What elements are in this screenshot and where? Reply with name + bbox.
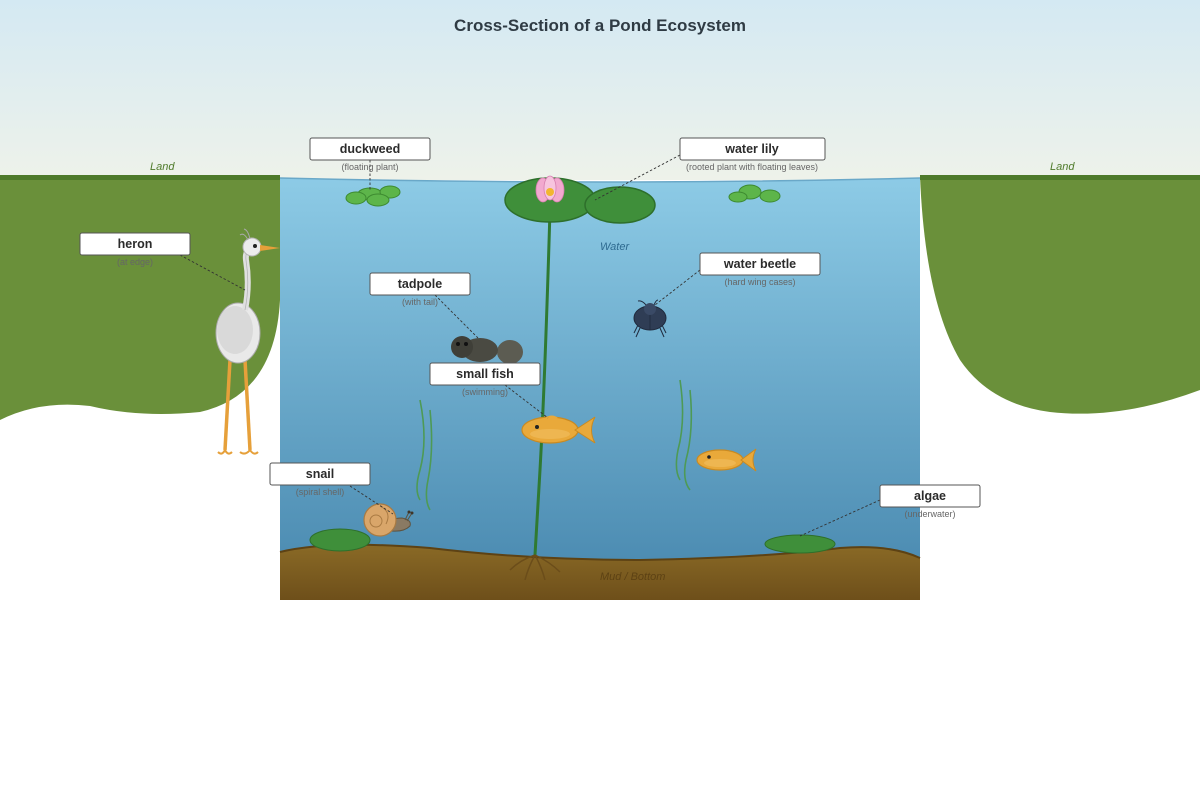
tadpole-note: (with tail)	[402, 297, 438, 307]
water-lily-label: water lily	[724, 142, 779, 156]
algae-left	[309, 528, 371, 552]
sky	[0, 0, 1200, 180]
land-left	[0, 176, 280, 420]
water-beetle-figure	[633, 299, 667, 338]
fish-small	[696, 448, 757, 472]
heron-callout: heron (at edge)	[79, 232, 191, 267]
water-beetle-leader	[654, 269, 701, 306]
tadpole-label: tadpole	[398, 277, 442, 291]
tadpole-leader	[434, 294, 479, 339]
land-right-label: Land	[1050, 161, 1075, 173]
water-lily-flower	[535, 175, 565, 203]
heron-label: heron	[118, 237, 153, 251]
snail-label: snail	[306, 467, 335, 481]
water-lily-roots	[509, 554, 561, 581]
fish-large	[521, 415, 596, 444]
heron-leader	[179, 254, 246, 291]
tadpole-callout: tadpole (with tail)	[369, 272, 471, 307]
underwater-plant-right	[675, 379, 693, 491]
water-lily-callout: water lily (rooted plant with floating l…	[679, 137, 826, 172]
small-fish-label: small fish	[456, 367, 514, 381]
algae-leader	[799, 499, 881, 537]
land-right	[920, 176, 1200, 414]
duckweed-note: (floating plant)	[341, 162, 398, 172]
duckweed-left	[345, 185, 401, 207]
water-beetle-note: (hard wing cases)	[724, 277, 795, 287]
land-right-edge	[920, 175, 1200, 180]
small-fish-note: (swimming)	[462, 387, 508, 397]
mud-bottom	[280, 544, 920, 600]
snail-figure	[363, 503, 414, 537]
duckweed-callout: duckweed (floating plant)	[309, 137, 431, 172]
duckweed-label: duckweed	[340, 142, 400, 156]
algae-note: (underwater)	[904, 509, 955, 519]
land-left-edge	[0, 175, 280, 180]
algae-label: algae	[914, 489, 946, 503]
heron-note: (at edge)	[117, 257, 153, 267]
mud-bottom-edge	[279, 543, 921, 562]
snail-callout: snail (spiral shell)	[269, 462, 371, 497]
tadpole-figure	[451, 336, 523, 364]
duckweed-right	[728, 184, 781, 203]
water-label: Water	[600, 241, 630, 253]
underwater-plant-left	[416, 399, 433, 511]
water-beetle-label: water beetle	[723, 257, 796, 271]
small-fish-callout: small fish (swimming)	[429, 362, 541, 397]
land-left-label: Land	[150, 161, 175, 173]
snail-note: (spiral shell)	[296, 487, 345, 497]
algae-callout: algae (underwater)	[879, 484, 981, 519]
small-fish-leader	[504, 384, 549, 419]
bottom-label: Mud / Bottom	[600, 571, 665, 583]
lily-pad-right	[584, 186, 656, 224]
snail-leader	[349, 485, 394, 515]
algae-right	[764, 534, 836, 554]
water-lily-note: (rooted plant with floating leaves)	[686, 162, 818, 172]
water-beetle-callout: water beetle (hard wing cases)	[699, 252, 821, 287]
heron-figure	[215, 228, 280, 455]
diagram-title: Cross-Section of a Pond Ecosystem	[454, 16, 746, 35]
